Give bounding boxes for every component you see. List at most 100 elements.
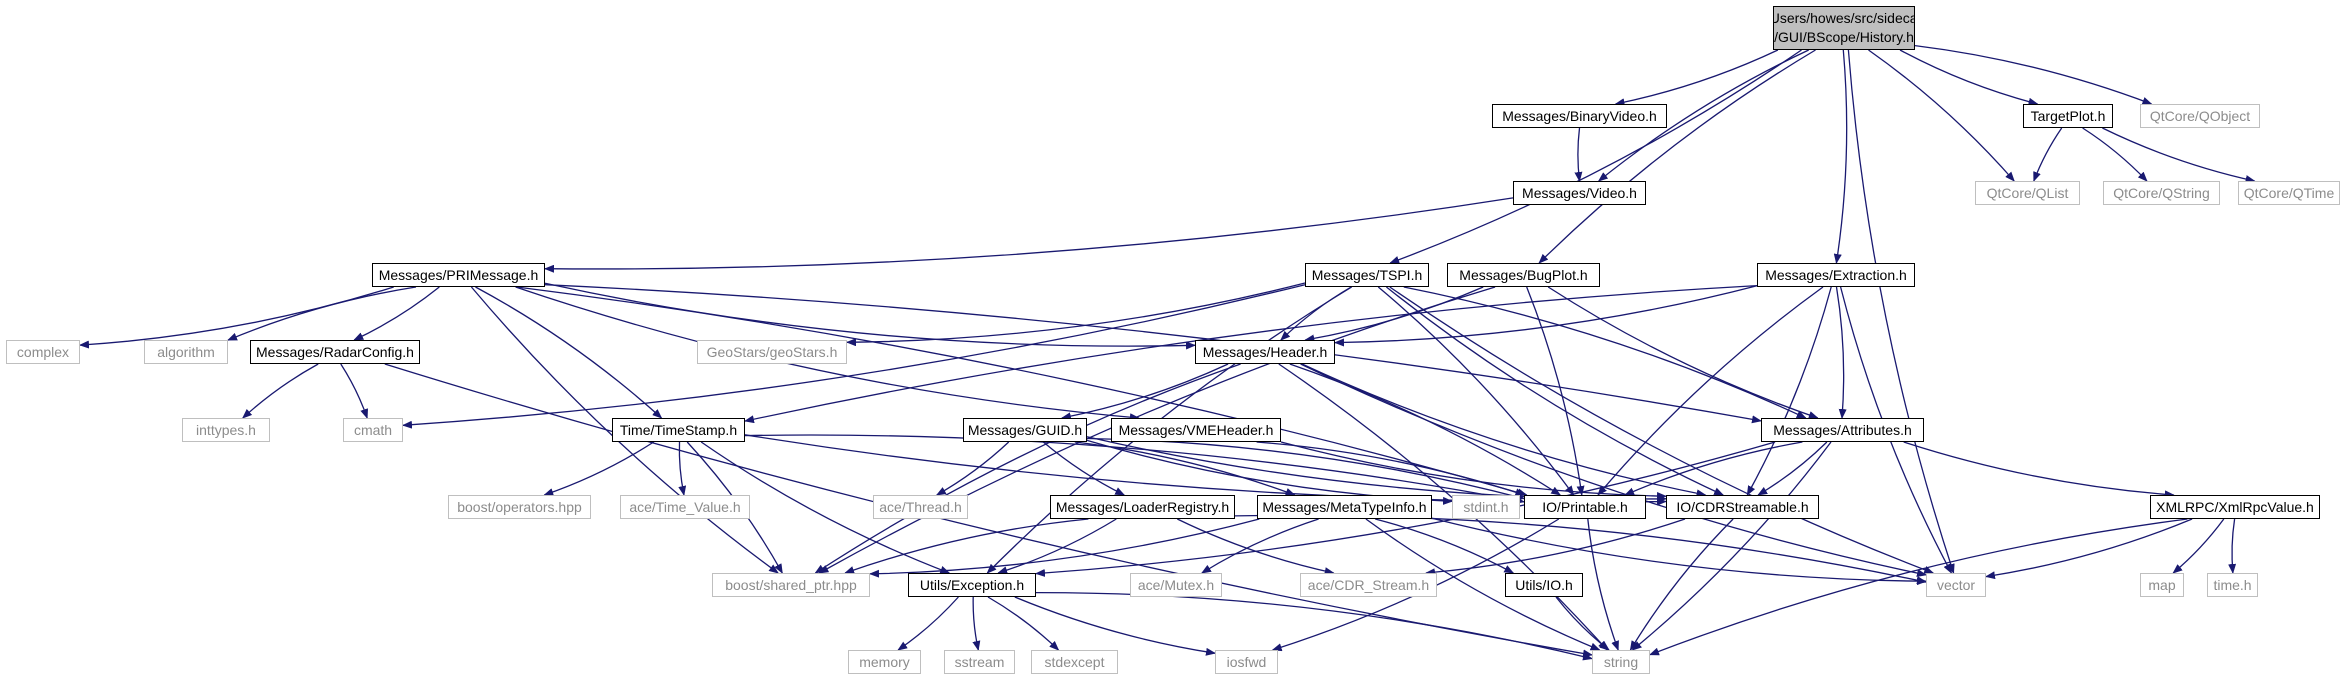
edge-root-to-tspi	[1389, 49, 1802, 264]
edge-primessage-to-radarconfig	[353, 286, 440, 341]
edge-primessage-to-vmeheader	[515, 286, 1140, 422]
edge-attributes-to-cdrstreamable	[1757, 441, 1828, 496]
edge-root-to-targetplot	[1899, 49, 2039, 106]
edge-root-to-qobject	[1914, 44, 2153, 105]
edge-binaryvideo-to-video	[1574, 127, 1583, 182]
edge-attributes-to-printable	[1624, 441, 1803, 496]
edge-extraction-to-printable	[1597, 286, 1824, 496]
graph-node-stdint: stdint.h	[1452, 495, 1520, 519]
graph-node-cdrstream: ace/CDR_Stream.h	[1300, 573, 1437, 597]
graph-node-inttypes: inttypes.h	[182, 418, 270, 442]
edge-tspi-to-attributes	[1403, 286, 1807, 419]
edge-targetplot-to-qstring	[2082, 127, 2148, 182]
edge-metatypeinfo-to-vector	[1431, 517, 1927, 586]
edge-targetplot-to-qlist	[2033, 127, 2063, 182]
graph-node-root[interactable]: /Users/howes/src/sidecar /GUI/BScope/His…	[1773, 6, 1915, 50]
edge-guid-to-metatypeinfo	[1074, 441, 1296, 496]
edge-tspi-to-vector	[1389, 286, 1935, 574]
edge-exception-to-iosfwd	[1014, 596, 1216, 656]
edge-utilsio-to-string	[1555, 596, 1610, 651]
graph-node-metatypeinfo[interactable]: Messages/MetaTypeInfo.h	[1257, 495, 1432, 519]
edge-root-to-vector	[1847, 49, 1955, 574]
graph-node-cdrstreamable[interactable]: IO/CDRStreamable.h	[1666, 495, 1819, 519]
edge-primessage-to-attributes	[544, 284, 1762, 424]
graph-node-string: string	[1592, 650, 1650, 674]
edge-vmeheader-to-cdrstreamable	[1280, 441, 1667, 501]
edge-root-to-bugplot	[1538, 49, 1816, 264]
edge-primessage-to-header	[544, 282, 1196, 350]
edge-attributes-to-string	[1631, 441, 1832, 651]
edge-extraction-to-cdrstreamable	[1746, 286, 1832, 496]
graph-node-algorithm: algorithm	[144, 340, 228, 364]
edge-header-to-vector	[1300, 363, 1927, 577]
graph-node-vector: vector	[1926, 573, 1986, 597]
edge-header-to-sharedptr	[814, 363, 1241, 574]
edge-primessage-to-algorithm	[227, 286, 417, 341]
graph-node-bugplot[interactable]: Messages/BugPlot.h	[1447, 263, 1600, 287]
edge-cdrstreamable-to-string	[1629, 518, 1734, 651]
graph-node-memory: memory	[848, 650, 921, 674]
edge-bugplot-to-attributes	[1547, 286, 1819, 419]
graph-node-loaderregistry[interactable]: Messages/LoaderRegistry.h	[1050, 495, 1235, 519]
edge-xmlrpc-to-map	[2172, 518, 2225, 574]
edge-guid-to-loaderregistry	[1042, 441, 1126, 496]
graph-node-geostars: GeoStars/geoStars.h	[697, 340, 847, 364]
graph-node-utilsio[interactable]: Utils/IO.h	[1505, 573, 1583, 597]
edge-radarconfig-to-cmath	[340, 363, 369, 419]
edge-attributes-to-xmlrpc	[1903, 441, 2175, 499]
edge-extraction-to-timestamp	[744, 284, 1758, 424]
graph-node-video[interactable]: Messages/Video.h	[1513, 181, 1646, 205]
graph-node-cmath: cmath	[343, 418, 403, 442]
graph-node-attributes[interactable]: Messages/Attributes.h	[1761, 418, 1924, 442]
edge-exception-to-stdexcept	[987, 596, 1060, 651]
edge-exception-to-sstream	[972, 596, 981, 651]
edge-loaderregistry-to-cdrstream	[1177, 518, 1335, 576]
edge-header-to-cdrstreamable	[1301, 363, 1707, 498]
edge-loaderregistry-to-sharedptr	[844, 518, 1089, 574]
graph-node-complex: complex	[6, 340, 80, 364]
graph-node-iosfwd: iosfwd	[1215, 650, 1278, 674]
graph-node-guid[interactable]: Messages/GUID.h	[963, 418, 1087, 442]
edge-tspi-to-cdrstreamable	[1385, 286, 1725, 496]
graph-node-exception[interactable]: Utils/Exception.h	[908, 573, 1036, 597]
graph-node-stdexcept: stdexcept	[1031, 650, 1118, 674]
graph-node-tspi[interactable]: Messages/TSPI.h	[1305, 263, 1429, 287]
edge-xmlrpc-to-vector	[1985, 518, 2193, 580]
edge-timestamp-to-exception	[700, 441, 951, 574]
graph-node-radarconfig[interactable]: Messages/RadarConfig.h	[250, 340, 420, 364]
edge-xmlrpc-to-timeh	[2228, 518, 2237, 574]
graph-node-extraction[interactable]: Messages/Extraction.h	[1757, 263, 1915, 287]
edge-loaderregistry-to-exception	[997, 518, 1117, 575]
edge-metatypeinfo-to-string	[1365, 518, 1601, 651]
graph-node-sharedptr: boost/shared_ptr.hpp	[712, 573, 870, 597]
edge-metatypeinfo-to-sharedptr	[869, 518, 1260, 578]
edge-attributes-to-exception	[1035, 441, 1776, 577]
edge-primessage-to-timestamp	[475, 286, 663, 419]
graph-node-vmeheader[interactable]: Messages/VMEHeader.h	[1111, 418, 1281, 442]
graph-node-binaryvideo[interactable]: Messages/BinaryVideo.h	[1492, 104, 1667, 128]
graph-node-mutex: ace/Mutex.h	[1130, 573, 1222, 597]
graph-node-header[interactable]: Messages/Header.h	[1195, 340, 1335, 364]
edge-metatypeinfo-to-utilsio	[1375, 518, 1515, 574]
edge-bugplot-to-sharedptr	[818, 286, 1496, 574]
graph-node-qstring: QtCore/QString	[2103, 181, 2220, 205]
edge-root-to-qlist	[1868, 49, 2015, 182]
edge-timestamp-to-boostops	[543, 441, 655, 496]
edge-cdrstreamable-to-cdrstream	[1425, 518, 1686, 577]
edge-root-to-extraction	[1833, 49, 1848, 264]
edge-exception-to-memory	[897, 596, 959, 651]
graph-node-targetplot[interactable]: TargetPlot.h	[2023, 104, 2113, 128]
edge-primessage-to-printable	[516, 286, 1528, 497]
graph-node-timestamp[interactable]: Time/TimeStamp.h	[612, 418, 745, 442]
edge-extraction-to-header	[1334, 285, 1758, 347]
edge-tspi-to-cmath	[402, 284, 1306, 429]
graph-node-primessage[interactable]: Messages/PRIMessage.h	[372, 263, 545, 287]
graph-node-qlist: QtCore/QList	[1975, 181, 2080, 205]
edge-tspi-to-geostars	[846, 282, 1306, 347]
graph-node-boostops: boost/operators.hpp	[448, 495, 591, 519]
graph-node-printable[interactable]: IO/Printable.h	[1524, 495, 1646, 519]
graph-node-timeh: time.h	[2207, 573, 2258, 597]
graph-node-xmlrpc[interactable]: XMLRPC/XmlRpcValue.h	[2150, 495, 2320, 519]
edge-timestamp-to-printable	[744, 434, 1525, 505]
